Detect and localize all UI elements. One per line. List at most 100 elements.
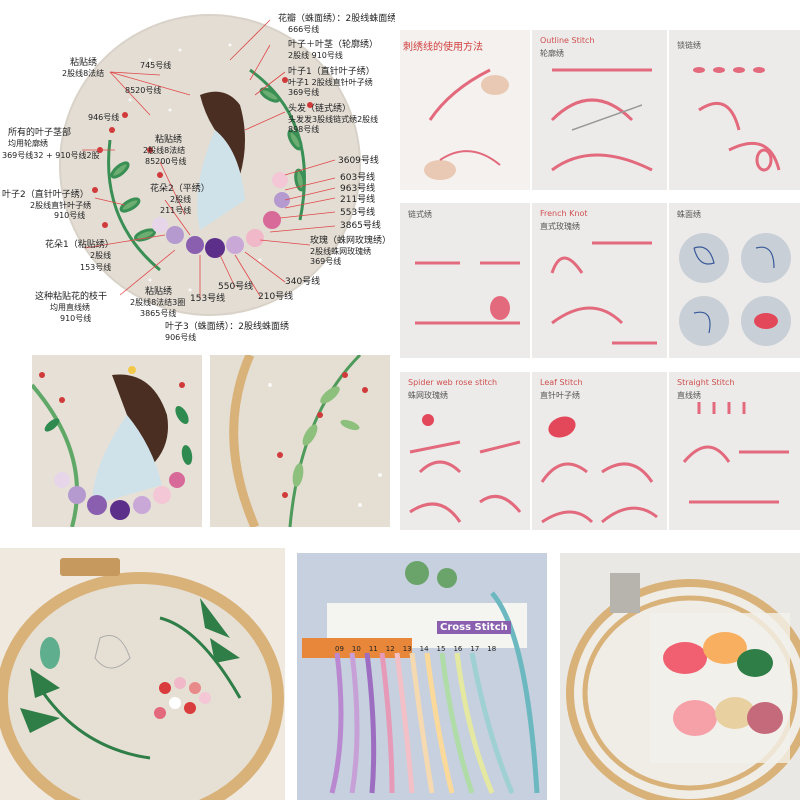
callout-sub: 2股线8法结 (62, 69, 105, 78)
thread-number: 13 (402, 645, 412, 653)
callout-label: 910号线 (54, 211, 86, 220)
callout-sub: 906号线 (165, 333, 197, 342)
callout-sub: 2股线 (90, 251, 112, 260)
callout-label: 85200号线 (145, 157, 187, 166)
thread-number-row: 09 10 11 12 13 14 15 16 17 18 (335, 645, 496, 653)
callout-label: 369号线 (310, 257, 342, 266)
tutorial-title: Straight Stitch (677, 378, 735, 387)
callout-label: 946号线 (88, 113, 120, 122)
callout-label: 3865号线 (340, 221, 381, 231)
spider-web-rose-diagram (409, 414, 522, 523)
tutorial-subtitle: 蛛网玫瑰绣 (408, 391, 448, 400)
callout-label: 340号线 (285, 277, 321, 287)
tutorial-subtitle: 直式玫瑰绣 (540, 222, 580, 231)
thread-number: 15 (436, 645, 446, 653)
callout-sub: 叶子1 2股线直针叶子绣 (288, 78, 373, 87)
leaf-stitch-diagram (540, 416, 658, 524)
closeup-embroidery-girl (32, 366, 193, 527)
callout-label: 叶子＋叶茎（轮廓绣） (288, 40, 379, 50)
thread-card-brand: Cross Stitch (437, 621, 511, 634)
callout-sub: 均用轮廓绣 (8, 139, 48, 148)
thread-number: 16 (453, 645, 463, 653)
tutorial-title: Leaf Stitch (540, 378, 583, 387)
tutorial-french-knot: French Knot 直式玫瑰绣 (532, 203, 667, 358)
tutorial-leaf-stitch: Leaf Stitch 直针叶子绣 (532, 372, 667, 530)
design-hoop-illustration (59, 14, 361, 316)
callout-label: 153号线 (80, 263, 112, 272)
callout-label: 369号线32 + 910号线2股 (2, 151, 100, 160)
callout-label: 963号线 (340, 184, 376, 194)
callout-sub: 2股线 910号线 (288, 51, 343, 60)
thread-number: 18 (487, 645, 497, 653)
callout-label: 3609号线 (338, 156, 379, 166)
callout-label: 153号线 (190, 294, 226, 304)
callout-sub: 2股线8法结3圈 (130, 298, 186, 307)
callout-sub: 2股线 (170, 195, 192, 204)
callout-label: 898号线 (288, 125, 320, 134)
closeup-photo-right (210, 355, 390, 527)
callout-label: 花朵2（平绣） (150, 184, 210, 194)
thread-number: 17 (470, 645, 480, 653)
thread-kit-illustration (297, 553, 547, 800)
callout-label: 210号线 (258, 292, 294, 302)
tutorial-title: French Knot (540, 209, 588, 218)
callout-sub: 均用直线绣 (50, 303, 90, 312)
closeup-photo-left (32, 355, 202, 527)
callout-label: 花瓣（蛛面绣）：2股线蛛面绣 (278, 14, 395, 24)
tutorial-title: Spider web rose stitch (408, 378, 498, 387)
callout-label: 3865号线 (140, 309, 177, 318)
callout-sub: 666号线 (288, 25, 320, 34)
satin-stitch-circles (679, 233, 791, 346)
french-knot-diagram (550, 241, 657, 345)
tutorial-subtitle: 蛛面绣 (677, 210, 701, 219)
callout-label: 所有的叶子茎部 (8, 128, 72, 138)
thread-number: 10 (351, 645, 361, 653)
tutorial-straight-stitch: Straight Stitch 直线绣 (669, 372, 800, 530)
callout-label: 叶子3（蛛面绣）：2股线蛛面绣 (165, 322, 289, 332)
callout-sub: 2股线8法结 (143, 146, 186, 155)
thread-number: 12 (385, 645, 395, 653)
closeup-embroidery-wreath (229, 355, 382, 527)
callout-label: 粘贴绣 (70, 58, 98, 68)
callout-sub: 头发发3股线链式绣2股线 (288, 115, 379, 124)
callout-label: 这种粘贴花的枝干 (35, 292, 108, 302)
callout-label: 211号线 (160, 206, 192, 215)
hoop-wip-illustration (0, 548, 285, 800)
photo-packaged-kit (560, 553, 800, 800)
callout-label: 头发（链式绣） (288, 104, 352, 114)
callout-label: 叶子1（直针叶子绣） (288, 67, 375, 77)
design-diagram-panel: 花瓣（蛛面绣）：2股线蛛面绣 666号线 叶子＋叶茎（轮廓绣） 2股线 910号… (0, 0, 395, 345)
tutorial-outline-stitch: Outline Stitch 轮廓绣 (532, 30, 667, 190)
packaged-kit-illustration (560, 553, 800, 800)
tutorial-subtitle: 轮廓绣 (540, 49, 564, 58)
chain-stitch-diagram (693, 67, 781, 172)
tutorial-subtitle: 直针叶子绣 (540, 391, 580, 400)
tutorial-satin-stitch: 蛛面绣 (669, 203, 800, 358)
callout-label: 叶子2（直针叶子绣） (2, 190, 89, 200)
callout-label: 花朵1（粘贴绣） (45, 240, 114, 250)
tutorial-chain-stitch: 锁链绣 (669, 30, 800, 190)
outline-stitch-diagram (550, 68, 653, 172)
callout-label: 553号线 (340, 208, 376, 218)
callout-sub: 2股线蛛网玫瑰绣 (310, 247, 372, 256)
tutorial-header: 刺绣线的使用方法 (403, 42, 483, 53)
thread-number: 09 (335, 645, 344, 653)
photo-thread-kit: Cross Stitch 09 10 11 12 13 14 15 16 17 … (297, 553, 547, 800)
tutorial-spider-web-rose: Spider web rose stitch 蛛网玫瑰绣 (400, 372, 530, 530)
tutorial-title: Outline Stitch (540, 36, 595, 45)
tutorial-chain-stitch-2: 链式绣 (400, 203, 530, 358)
callout-sub: 2股线直针叶子绣 (30, 201, 92, 210)
stitch-tutorial-panel: 刺绣线的使用方法 Outline Stitch 轮廓绣 锁链绣 链式绣 Fr (400, 0, 800, 530)
callout-label: 603号线 (340, 173, 376, 183)
callout-label: 粘贴绣 (145, 287, 173, 297)
tutorial-subtitle: 锁链绣 (677, 41, 701, 50)
callout-label: 粘贴绣 (155, 135, 183, 145)
callout-label: 550号线 (218, 282, 254, 292)
straight-stitch-diagram (682, 402, 789, 504)
callout-label: 369号线 (288, 88, 320, 97)
thread-number: 11 (368, 645, 378, 653)
callout-label: 211号线 (340, 195, 376, 205)
photo-hoop-in-progress (0, 548, 285, 800)
thread-hands-illustration (424, 68, 509, 180)
callout-label: 910号线 (60, 314, 92, 323)
